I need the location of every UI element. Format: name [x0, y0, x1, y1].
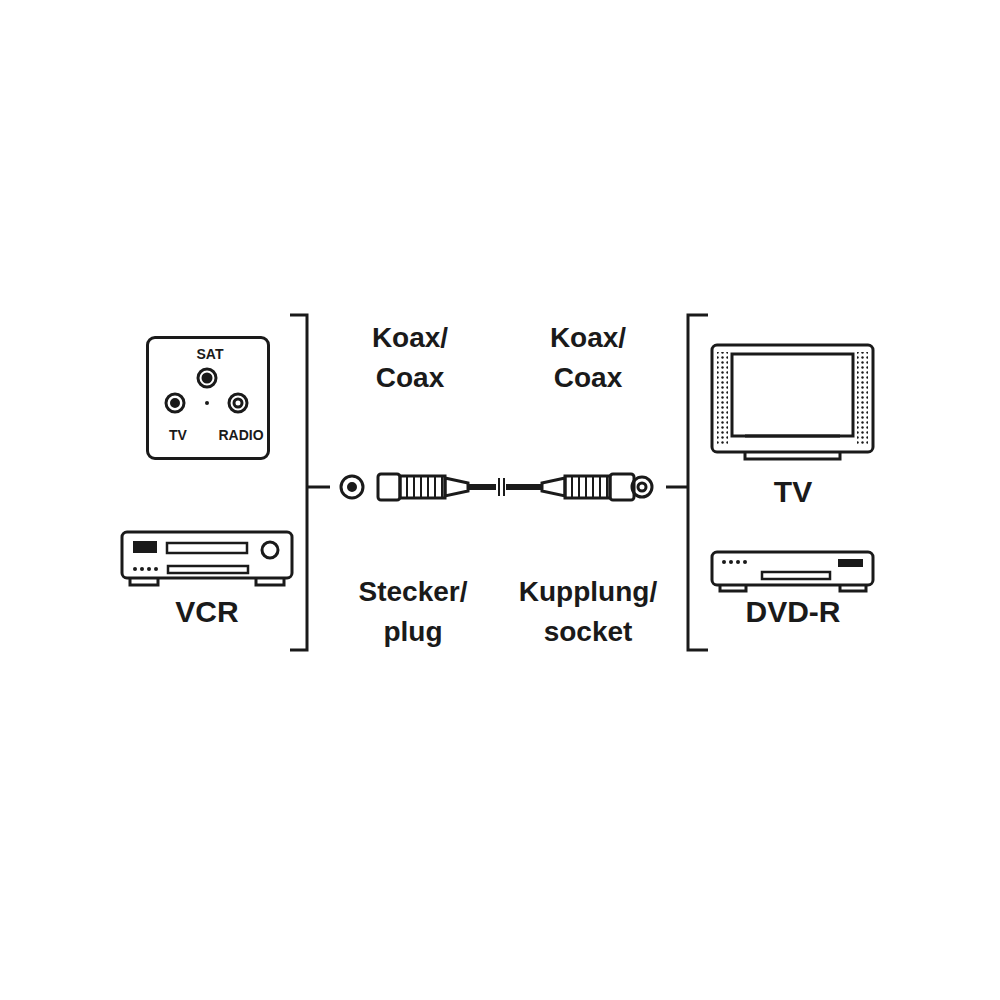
socket-label: RADIO — [218, 427, 263, 443]
tv-icon — [712, 345, 873, 459]
wall-socket: SAT TV RADIO — [146, 336, 270, 460]
socket-label: SAT — [197, 346, 224, 362]
coax-cable — [341, 474, 652, 500]
dvd-recorder-icon — [712, 552, 873, 591]
connector-gender: Stecker/ plug — [359, 572, 468, 652]
socket-symbols — [166, 369, 247, 412]
connector-gender: Kupplung/ socket — [519, 572, 657, 652]
bracket — [666, 315, 708, 650]
connector-type: Koax/ Coax — [550, 318, 626, 398]
connector-type: Koax/ Coax — [372, 318, 448, 398]
vcr-icon — [122, 532, 292, 585]
device-label: VCR — [175, 595, 238, 629]
device-label: DVD-R — [746, 595, 841, 629]
socket-label: TV — [169, 427, 187, 443]
device-label: TV — [774, 475, 812, 509]
bracket — [290, 315, 330, 650]
